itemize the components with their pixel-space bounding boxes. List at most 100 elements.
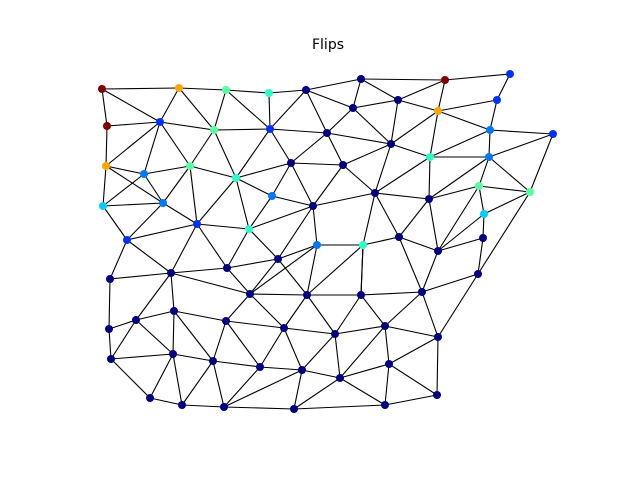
graph-edge [226,267,251,295]
graph-node [433,391,441,399]
graph-node [302,86,310,94]
graph-edge [235,177,250,230]
graph-edge [477,237,484,275]
graph-edge [212,320,227,362]
edge-layer [101,73,554,410]
graph-node [485,153,493,161]
graph-edge [277,244,318,260]
graph-edge [126,239,172,274]
graph-edge [342,164,376,194]
graph-edge [339,363,390,379]
graph-node [132,316,140,324]
graph-node [349,104,357,112]
graph-edge [213,129,237,179]
graph-node [99,202,107,210]
graph-edge [293,377,341,410]
graph-node [336,374,344,382]
graph-edge [306,244,364,296]
graph-edge [189,165,198,225]
graph-node [102,162,110,170]
graph-node [298,366,306,374]
graph-node [170,307,178,315]
graph-node [385,360,393,368]
graph-edge [143,173,164,204]
graph-edge [390,110,439,145]
graph-edge [384,394,438,406]
graph-edge [496,73,511,101]
graph-edge [102,173,145,207]
graph-edge [189,165,237,179]
graph-edge [223,406,295,410]
graph-edge [223,369,303,408]
graph-edge [437,110,491,131]
graph-edge [110,358,151,399]
graph-node [246,290,254,298]
graph-edge [283,294,308,329]
graph-node [493,96,501,104]
node-layer [98,70,557,413]
graph-edge [269,89,307,130]
graph-edge [196,223,228,269]
graph-edge [360,291,423,296]
graph-edge [334,325,386,335]
graph-node [210,126,218,134]
graph-node [232,174,240,182]
graph-edge [223,366,261,408]
graph-edge [290,162,314,207]
graph-edge [428,156,431,200]
graph-edge [437,273,479,338]
graph-node [280,324,288,332]
graph-edge [437,213,485,252]
graph-edge [437,99,498,112]
graph-edge [360,294,386,327]
graph-edge [105,165,164,204]
graph-edge [388,363,438,396]
graph-node [103,122,111,130]
graph-node [220,403,228,411]
graph-edge [196,177,237,225]
graph-edge [149,397,183,406]
graph-edge [249,244,318,295]
graph-edge [421,273,479,293]
graph-node [426,153,434,161]
graph-edge [249,293,285,329]
graph-edge [159,121,191,167]
graph-edge [226,228,250,269]
graph-edge [170,223,198,274]
graph-node [506,70,514,78]
graph-edge [488,156,531,193]
graph-edge [339,325,386,379]
graph-edge [488,129,491,158]
graph-node [474,270,482,278]
graph-edge [248,205,314,230]
graph-edge [170,272,175,312]
graph-edge [334,333,341,379]
graph-node [339,161,347,169]
graph-edge [374,143,392,194]
graph-node [418,288,426,296]
graph-edge [109,239,128,280]
graph-edge [172,310,175,355]
graph-node [245,225,253,233]
graph-edge [293,369,303,410]
graph-node [441,76,449,84]
graph-edge [478,185,485,215]
graph-edge [248,228,279,260]
graph-edge [102,165,107,207]
graph-edge [213,89,227,131]
graph-node [105,325,113,333]
graph-edge [109,272,172,280]
graph-node [266,125,274,133]
graph-node [357,291,365,299]
graph-node [98,85,106,93]
graph-edge [235,128,271,179]
graph-edge [374,192,400,238]
graph-edge [269,128,328,134]
graph-node [178,401,186,409]
graph-edge [225,293,251,322]
graph-node [265,89,273,97]
graph-node [256,363,264,371]
graph-edge [105,125,108,167]
graph-edge [305,78,362,91]
